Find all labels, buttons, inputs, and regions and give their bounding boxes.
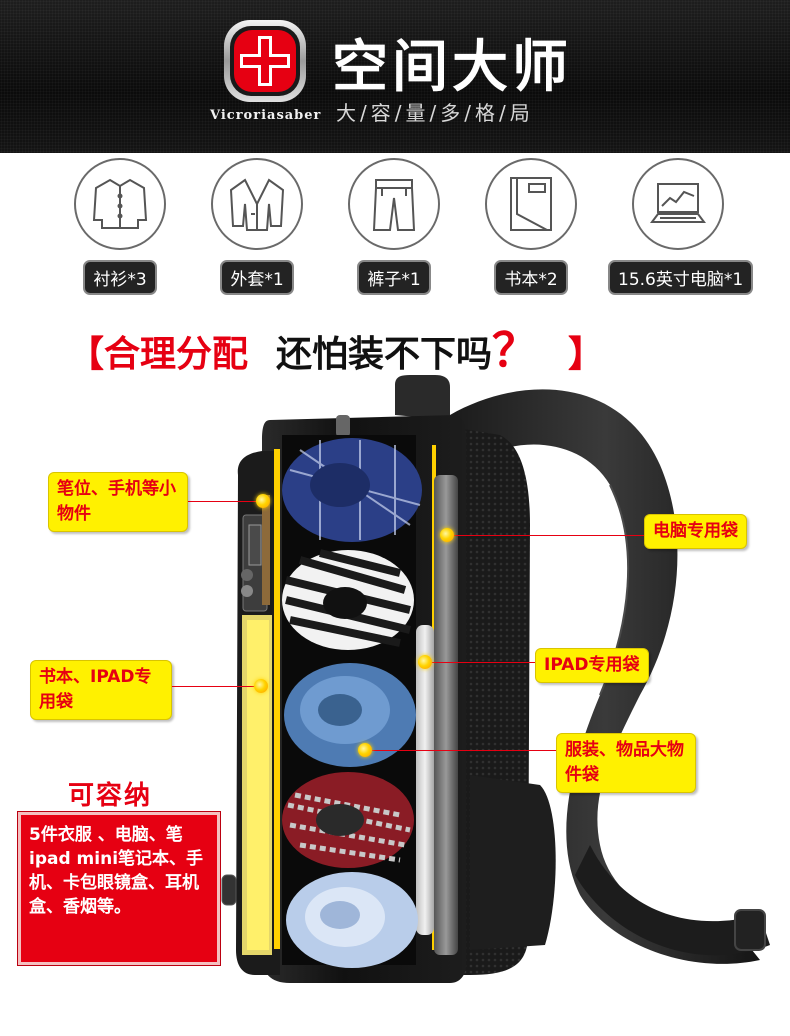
leader-line (188, 501, 258, 502)
callout-book-pocket: 书本、IPAD专用袋 (30, 660, 172, 720)
headline-close-bracket: 】 (568, 334, 605, 375)
callout-pen-pocket: 笔位、手机等小物件 (48, 472, 188, 532)
capacity-item-jacket: 外套*1 (187, 158, 327, 295)
laptop-icon (650, 183, 706, 223)
callout-clothes-pocket: 服装、物品大物件袋 (556, 733, 696, 793)
headline-open-bracket: 【 (68, 334, 105, 375)
pants-icon (372, 179, 416, 231)
marker-dot (256, 494, 270, 508)
backpack-photo (221, 375, 770, 983)
brand-header: Vicroriasaber 空间大师 大/容/量/多/格/局 (0, 0, 790, 153)
backpack-illustration: 笔位、手机等小物件 电脑专用袋 书本、IPAD专用袋 IPAD专用袋 服装、物品… (0, 375, 790, 1036)
headline-red-text: 合理分配 (104, 334, 249, 375)
brand-name: Vicroriasaber (210, 108, 322, 123)
headline-question-mark: ？ (492, 323, 539, 377)
capacity-label: 书本*2 (494, 260, 568, 295)
jacket-icon (229, 178, 285, 231)
capacity-label: 15.6英寸电脑*1 (608, 260, 754, 295)
callout-laptop-pocket: 电脑专用袋 (644, 514, 747, 549)
capacity-label: 外套*1 (220, 260, 294, 295)
headline: 【合理分配还怕装不下吗？ 】 (68, 314, 748, 377)
capacity-item-book: 书本*2 (461, 158, 601, 295)
marker-dot (254, 679, 268, 693)
capacity-label: 衬衫*3 (83, 260, 157, 295)
leader-line (430, 662, 535, 663)
leader-line (172, 686, 256, 687)
swiss-cross-logo-icon (224, 20, 306, 102)
capacity-label: 裤子*1 (357, 260, 431, 295)
callout-ipad-pocket: IPAD专用袋 (535, 648, 649, 683)
capacity-icons-row: 衬衫*3 外套*1 裤子*1 (0, 158, 790, 298)
marker-dot (418, 655, 432, 669)
brand-slogan: 大/容/量/多/格/局 (336, 101, 534, 125)
book-icon (510, 177, 552, 231)
capacity-title: 可容纳 (68, 781, 153, 811)
brand-title: 空间大师 (332, 34, 572, 100)
leader-line (452, 535, 644, 536)
headline-black-text: 还怕装不下吗 (276, 334, 493, 375)
leader-line (372, 750, 556, 751)
capacity-description: 5件衣服 、电脑、笔ipad mini笔记本、手机、卡包眼镜盒、耳机盒、香烟等。 (17, 811, 221, 966)
capacity-item-shirt: 衬衫*3 (50, 158, 190, 295)
marker-dot (358, 743, 372, 757)
marker-dot (440, 528, 454, 542)
capacity-item-pants: 裤子*1 (324, 158, 464, 295)
capacity-item-laptop: 15.6英寸电脑*1 (608, 158, 754, 295)
shirt-icon (92, 178, 148, 229)
